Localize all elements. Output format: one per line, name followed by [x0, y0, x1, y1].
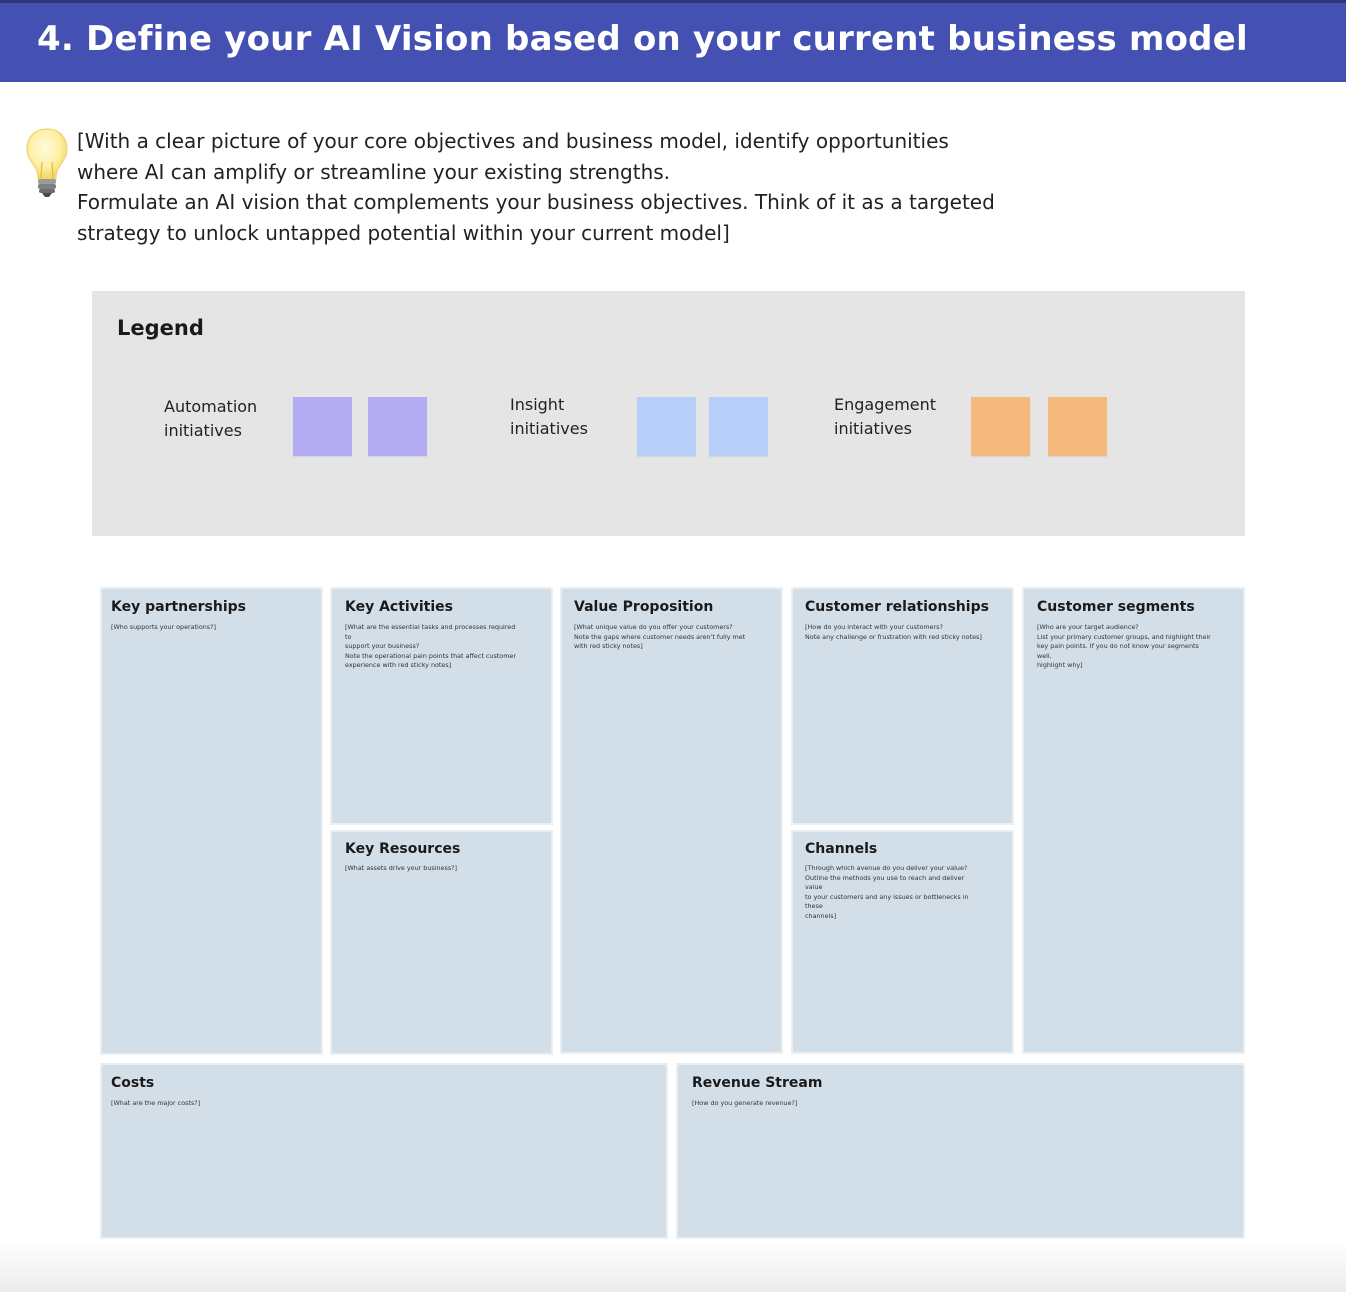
cell-desc-line: [What unique value do you offer your cus…: [574, 623, 733, 631]
cell-description: [What are the major costs?]: [111, 1099, 289, 1109]
cell-desc-line: Note any challenge or frustration with r…: [805, 632, 982, 641]
cell-desc-line: Note the gaps where customer needs aren'…: [574, 632, 746, 641]
legend-label-line: Engagement: [834, 395, 937, 414]
sticky-note-orange[interactable]: [1048, 397, 1107, 456]
cell-title: Channels: [805, 841, 878, 857]
cell-description: [What assets drive your business?]: [345, 864, 523, 874]
canvas-channels[interactable]: Channels [Through which avenue do you de…: [791, 830, 1014, 1054]
canvas-customer-relationships[interactable]: Customer relationships [How do you inter…: [791, 587, 1014, 825]
cell-description: [How do you interact with your customers…: [805, 623, 1005, 642]
legend-label-line: initiatives: [834, 419, 912, 438]
cell-desc-line: [How do you generate revenue?]: [692, 1099, 798, 1107]
lightbulb-icon: [26, 128, 68, 197]
legend-panel: Legend Automation initiatives Insight in…: [92, 291, 1245, 536]
cell-desc-line: support your business?: [345, 642, 420, 650]
canvas-costs[interactable]: Costs [What are the major costs?]: [100, 1063, 668, 1239]
cell-desc-line: with red sticky notes]: [574, 642, 643, 650]
cell-description: [How do you generate revenue?]: [692, 1099, 870, 1109]
cell-desc-line: [What are the essential tasks and proces…: [345, 623, 516, 641]
canvas-key-partnerships[interactable]: Key partnerships [Who supports your oper…: [100, 587, 323, 1055]
sticky-note-purple[interactable]: [293, 397, 352, 456]
cell-title: Revenue Stream: [692, 1075, 823, 1091]
legend-label-line: initiatives: [164, 421, 242, 440]
cell-description: [What are the essential tasks and proces…: [345, 623, 523, 671]
legend-label-engagement: Engagement initiatives: [834, 393, 936, 441]
cell-desc-line: List your primary customer groups, and h…: [1037, 632, 1211, 641]
cell-desc-line: Note the operational pain points that af…: [345, 651, 516, 660]
legend-label-line: Insight: [510, 395, 565, 414]
cell-title: Costs: [111, 1075, 155, 1091]
cell-title: Key partnerships: [111, 599, 246, 615]
legend-label-insight: Insight initiatives: [510, 393, 588, 441]
cell-title: Customer relationships: [805, 599, 989, 615]
intro-line: strategy to unlock untapped potential wi…: [77, 220, 730, 245]
cell-title: Key Resources: [345, 841, 461, 857]
sticky-note-orange[interactable]: [971, 397, 1030, 456]
intro-line: Formulate an AI vision that complements …: [77, 190, 995, 214]
cell-desc-line: [How do you interact with your customers…: [805, 623, 943, 631]
canvas-value-proposition[interactable]: Value Proposition [What unique value do …: [560, 587, 783, 1054]
canvas-customer-segments[interactable]: Customer segments [Who are your target a…: [1022, 587, 1245, 1054]
canvas-key-resources[interactable]: Key Resources [What assets drive your bu…: [330, 830, 553, 1055]
sticky-note-blue[interactable]: [637, 397, 696, 456]
cell-desc-line: channels]: [805, 911, 837, 920]
intro-line: [With a clear picture of your core objec…: [77, 129, 949, 153]
cell-desc-line: [Who supports your operations?]: [111, 623, 216, 631]
cell-description: [Who are your target audience? List your…: [1037, 623, 1215, 671]
cell-desc-line: experience with red sticky notes]: [345, 661, 452, 669]
cell-desc-line: [What assets drive your business?]: [345, 864, 458, 872]
canvas-key-activities[interactable]: Key Activities [What are the essential t…: [330, 587, 553, 825]
cell-title: Customer segments: [1037, 599, 1195, 615]
cell-desc-line: key pain points. If you do not know your…: [1037, 642, 1199, 660]
intro-text: [With a clear picture of your core objec…: [77, 126, 1037, 248]
cell-desc-line: [Who are your target audience?: [1037, 623, 1139, 631]
sticky-note-purple[interactable]: [368, 397, 427, 456]
cell-description: [Through which avenue do you deliver you…: [805, 864, 983, 921]
legend-title: Legend: [117, 316, 204, 340]
page-title: 4. Define your AI Vision based on your c…: [37, 19, 1248, 59]
legend-label-line: Automation: [164, 397, 258, 416]
canvas-revenue-stream[interactable]: Revenue Stream [How do you generate reve…: [676, 1063, 1245, 1239]
cell-description: [Who supports your operations?]: [111, 623, 289, 633]
page-header: 4. Define your AI Vision based on your c…: [0, 0, 1346, 82]
legend-label-automation: Automation initiatives: [164, 395, 257, 443]
cell-title: Key Activities: [345, 599, 453, 615]
sticky-note-blue[interactable]: [709, 397, 768, 456]
bottom-fade: [0, 1240, 1346, 1292]
cell-desc-line: Outline the methods you use to reach and…: [805, 873, 965, 892]
cell-title: Value Proposition: [574, 599, 714, 615]
legend-label-line: initiatives: [510, 419, 588, 438]
cell-description: [What unique value do you offer your cus…: [574, 623, 752, 652]
cell-desc-line: [What are the major costs?]: [111, 1099, 201, 1107]
cell-desc-line: highlight why]: [1037, 661, 1083, 669]
intro-line: where AI can amplify or streamline your …: [77, 159, 671, 184]
cell-desc-line: to your customers and any issues or bott…: [805, 892, 969, 911]
cell-desc-line: [Through which avenue do you deliver you…: [805, 864, 968, 872]
